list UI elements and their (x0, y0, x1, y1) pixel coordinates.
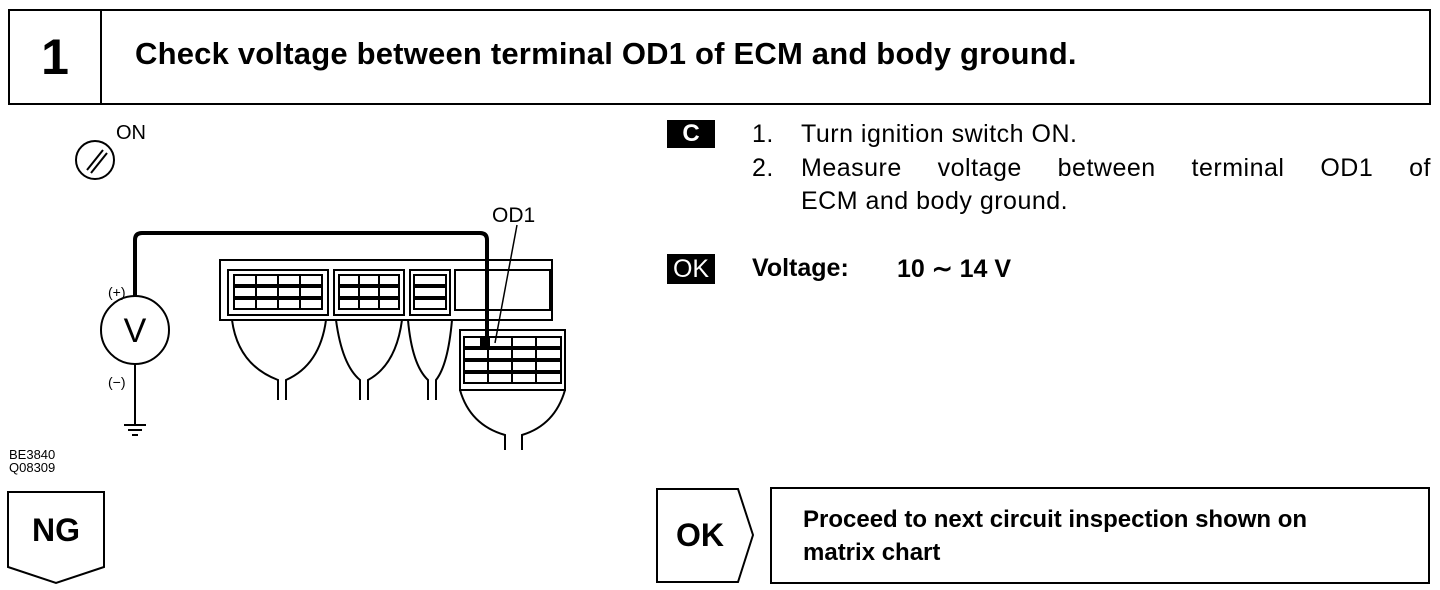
ignition-on-label: ON (116, 122, 146, 144)
ok-result-text: Proceed to next circuit inspection shown… (803, 506, 1308, 533)
figure-code: BE3840 (9, 447, 56, 462)
od1-label: OD1 (492, 204, 535, 227)
wiring-diagram: ON OD1 V (+) (−) (75, 122, 566, 450)
voltage-label: Voltage: (752, 254, 849, 282)
ground-icon (124, 424, 146, 436)
voltage-value: 10 ∼ 14 V (897, 255, 1012, 283)
plus-label: (+) (108, 284, 126, 300)
step-text: Measure voltage between terminal OD1 of (801, 154, 1431, 182)
ok-result-box (770, 487, 1430, 584)
ok-result-shape (656, 488, 755, 583)
step-index: 2. (752, 154, 774, 182)
step-header (8, 9, 1431, 105)
step-text: ECM and body ground. (801, 187, 1069, 215)
step-index: 1. (752, 120, 774, 148)
ok-badge: OK (667, 254, 715, 284)
minus-label: (−) (108, 374, 126, 390)
ignition-switch-icon (75, 140, 115, 180)
step-number: 1 (10, 11, 102, 103)
ng-label: NG (32, 512, 80, 548)
od1-terminal-marker (480, 338, 490, 346)
step-text: Turn ignition switch ON. (801, 120, 1078, 148)
ecm-connectors (219, 259, 566, 450)
figure-code: Q08309 (9, 460, 56, 475)
voltmeter-symbol: V (124, 312, 147, 350)
ok-label: OK (676, 517, 724, 553)
condition-badge: C (667, 120, 715, 148)
ng-result-shape (7, 491, 105, 585)
ok-result-text: matrix chart (803, 539, 941, 566)
step-title: Check voltage between terminal OD1 of EC… (135, 36, 1077, 71)
